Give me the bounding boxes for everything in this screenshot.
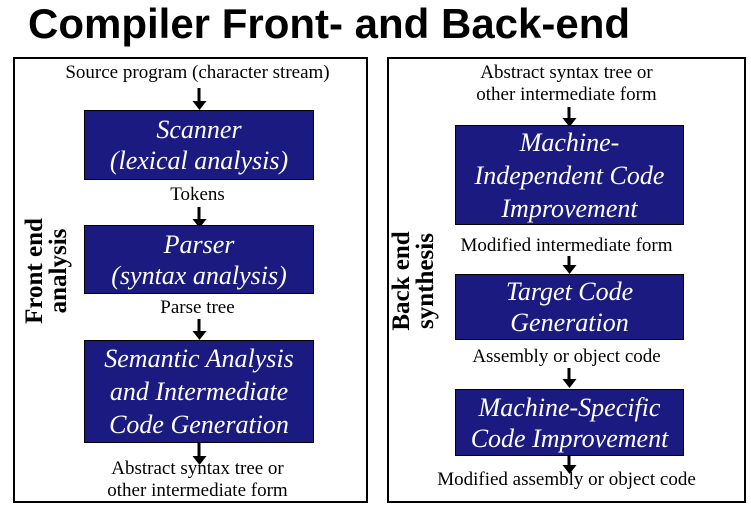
- arrow-down-icon: [567, 107, 571, 118]
- arrow-down-icon: [567, 256, 571, 265]
- machine-independent-box: Machine- Independent Code Improvement: [455, 125, 684, 225]
- scanner-box: Scanner (lexical analysis): [84, 110, 314, 180]
- arrow-down-icon: [197, 207, 201, 219]
- back-end-input-label: Abstract syntax tree or other intermedia…: [476, 62, 657, 105]
- source-program-label: Source program (character stream): [65, 62, 330, 83]
- modified-intermediate-label: Modified intermediate form: [460, 235, 673, 256]
- parser-box: Parser (syntax analysis): [84, 225, 314, 294]
- slide-title: Compiler Front- and Back-end: [28, 0, 631, 47]
- assembly-object-label: Assembly or object code: [472, 346, 661, 367]
- arrow-down-icon: [197, 319, 201, 331]
- front-end-side-label-line2: analysis: [45, 228, 72, 314]
- back-end-side-label-line1: Back end: [388, 231, 415, 331]
- front-end-output-label: Abstract syntax tree or other intermedia…: [107, 458, 288, 501]
- back-end-output-label: Modified assembly or object code: [437, 469, 696, 490]
- arrow-down-icon: [197, 88, 201, 101]
- front-end-side-label-line1: Front end: [21, 218, 48, 324]
- front-end-side-label: Front end analysis: [21, 191, 72, 351]
- tokens-label: Tokens: [170, 184, 225, 205]
- machine-specific-box: Machine-Specific Code Improvement: [455, 389, 684, 456]
- arrow-down-icon: [567, 456, 571, 465]
- arrow-down-icon: [197, 443, 201, 456]
- target-code-box: Target Code Generation: [455, 274, 684, 340]
- semantic-analysis-box: Semantic Analysis and Intermediate Code …: [84, 340, 314, 443]
- arrow-down-icon: [567, 368, 571, 379]
- back-end-side-label-line2: synthesis: [412, 233, 439, 329]
- back-end-panel: Back end synthesis Abstract syntax tree …: [387, 57, 746, 503]
- front-end-panel: Front end analysis Source program (chara…: [13, 57, 368, 503]
- parse-tree-label: Parse tree: [160, 297, 235, 318]
- back-end-side-label: Back end synthesis: [388, 201, 439, 361]
